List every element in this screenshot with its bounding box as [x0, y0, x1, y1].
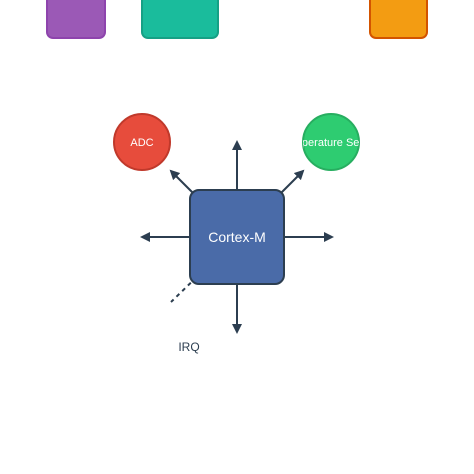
cortex-m-label: Cortex-M — [208, 229, 266, 245]
purple-block — [46, 0, 106, 39]
orange-block — [369, 0, 428, 39]
adc-label: ADC — [130, 137, 153, 149]
temperature-sensor-node — [302, 113, 360, 171]
adc-node — [113, 113, 171, 171]
teal-block — [141, 0, 219, 39]
irq-label: IRQ — [178, 340, 199, 354]
temperature-sensor-label: Temperature Sensor — [281, 137, 381, 149]
cortex-m-core — [189, 189, 285, 285]
